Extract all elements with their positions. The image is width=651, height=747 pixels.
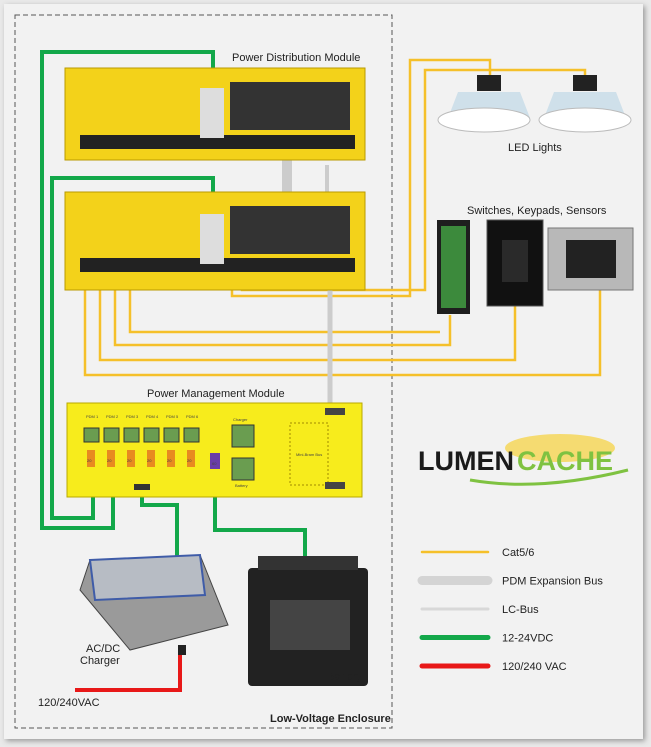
pdm-module-1 <box>64 67 366 161</box>
pmm-label: Power Management Module <box>147 388 285 400</box>
pdm-label: Power Distribution Module <box>232 52 360 64</box>
pdm-slot <box>83 427 100 443</box>
fuse <box>127 450 135 467</box>
fuse <box>187 450 195 467</box>
pdm-slot <box>123 427 140 443</box>
fuse-value: 20 <box>187 458 192 463</box>
wiring-diagram: Low-Voltage Enclosure Power Distribution… <box>14 14 634 729</box>
pdm-slot-label: PDM 3 <box>126 414 139 419</box>
switches-label: Switches, Keypads, Sensors <box>467 205 607 217</box>
ac-input-label: 120/240VAC <box>38 697 100 709</box>
pdm-slot <box>103 427 120 443</box>
pdm-slot-label: PDM 5 <box>166 414 179 419</box>
led-light-1 <box>437 75 531 133</box>
fuse-value: 20 <box>87 458 92 463</box>
fuse <box>167 450 175 467</box>
led-light-2 <box>538 75 632 133</box>
fuse-value: 20 <box>107 458 112 463</box>
legend-label: LC-Bus <box>502 604 539 616</box>
switch-plate <box>547 227 634 291</box>
pdm-slot-label: PDM 2 <box>106 414 119 419</box>
enclosure-label: Low-Voltage Enclosure <box>270 713 391 725</box>
pmm-bus-label: Mini-Bram Bus <box>296 452 322 457</box>
fuse <box>147 450 155 467</box>
fuse-value: 20 <box>147 458 152 463</box>
pdm-slot <box>143 427 160 443</box>
legend-label: PDM Expansion Bus <box>502 576 603 588</box>
lumencache-logo: LUMEN CACHE <box>418 434 629 486</box>
ac-wire <box>75 652 182 692</box>
legend-label: Cat5/6 <box>502 547 534 559</box>
led-label: LED Lights <box>508 142 562 154</box>
battery <box>248 556 368 686</box>
pdm-slot-label: PDM 4 <box>146 414 159 419</box>
diagram-frame: Low-Voltage Enclosure Power Distribution… <box>4 4 643 739</box>
pmm-battery-label: Battery <box>235 483 248 488</box>
charger-label-1: AC/DC <box>86 643 120 655</box>
charger-label-2: Charger <box>80 655 120 667</box>
main-fuse: 60 <box>212 461 217 466</box>
fuse <box>87 450 95 467</box>
fuse-value: 20 <box>167 458 172 463</box>
legend-label: 120/240 VAC <box>502 661 567 673</box>
keypad <box>486 219 544 307</box>
fuse-value: 20 <box>127 458 132 463</box>
fuse <box>107 450 115 467</box>
pdm-module-2 <box>64 191 366 291</box>
battery-label: Battery <box>327 671 362 683</box>
logo-text-1: LUMEN <box>418 446 514 476</box>
cat5-wires <box>83 58 602 377</box>
pdm-slot <box>183 427 200 443</box>
sensor-board <box>437 220 470 314</box>
power-management-module: PDM 1 20 PDM 2 20 PDM 3 20 PDM 4 20 PDM 5 20 PDM 6… <box>66 402 363 498</box>
pdm-slot-label: PDM 1 <box>86 414 99 419</box>
pmm-charger-label: Charger <box>233 417 248 422</box>
enclosure-border <box>14 14 393 729</box>
logo-text-2: CACHE <box>517 446 613 476</box>
pdm-slot <box>163 427 180 443</box>
ac-dc-charger <box>79 553 229 655</box>
pdm-slot-label: PDM 6 <box>186 414 199 419</box>
legend-label: 12-24VDC <box>502 633 553 645</box>
